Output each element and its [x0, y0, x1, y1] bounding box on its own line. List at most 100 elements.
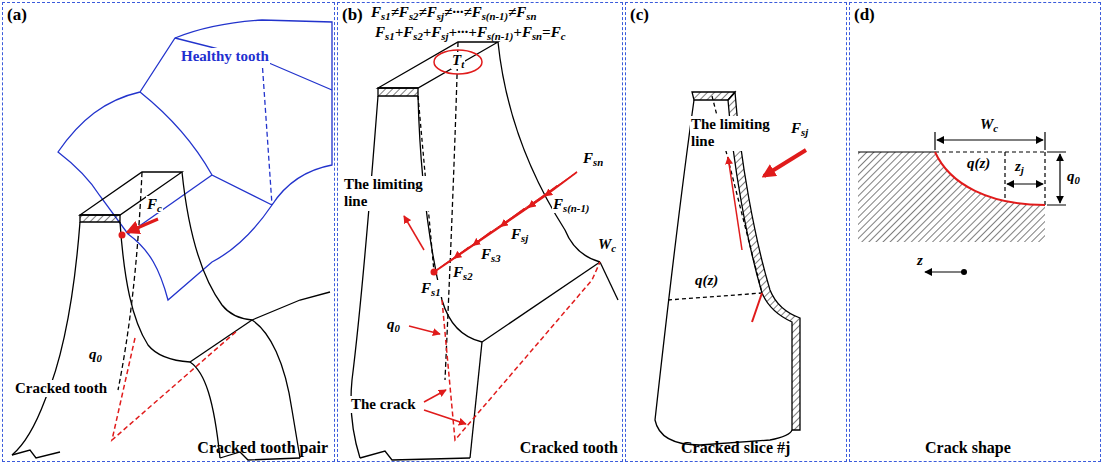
text-run: z: [917, 252, 923, 268]
text-run: +F: [395, 24, 414, 40]
tooth-pair-drawing-part: [252, 320, 300, 458]
part-label: The crack: [350, 396, 417, 413]
dimension-label: q0: [88, 346, 103, 363]
cracked-tooth-drawing: [351, 42, 618, 460]
healthy-tooth-part: [262, 60, 272, 205]
cracked-tooth-drawing-part: [378, 88, 418, 96]
text-run: +F: [513, 24, 532, 40]
cracked-tooth-drawing-part: [498, 42, 600, 262]
tooth-pair-drawing-part: [119, 232, 126, 239]
cracked-slice-drawing-part: [752, 293, 762, 322]
tooth-pair-drawing-part: [80, 172, 182, 215]
tooth-pair-drawing-part: [112, 330, 238, 440]
healthy-tooth-part: [58, 20, 332, 300]
cracked-tooth-drawing-part-part: [424, 410, 466, 424]
cracked-tooth-drawing-part: [470, 342, 482, 458]
subscript: s(n-1): [487, 30, 513, 42]
force-label: Fsj: [790, 120, 809, 137]
force-label: Fc: [146, 196, 163, 213]
cracked-tooth-drawing-part: [445, 42, 458, 380]
crack-shape-drawing-part: [925, 271, 962, 272]
subscript: j: [1021, 164, 1024, 176]
dimension-label: q(z): [694, 272, 719, 289]
cracked-tooth-drawing-part: [431, 269, 438, 276]
text-run: Cracked tooth: [15, 380, 107, 396]
dimension-label: Wc: [979, 116, 999, 133]
text-run: F: [375, 24, 385, 40]
cracked-tooth-drawing-part: [360, 451, 470, 460]
dimension-label: q0: [386, 316, 401, 333]
crack-shape-drawing-part: [935, 132, 1045, 150]
cracked-tooth-drawing-part: [418, 96, 482, 342]
crack-shape-drawing-part: [937, 139, 1043, 140]
torque-label: Tt: [451, 52, 465, 69]
crack-shape-drawing-part: [1004, 152, 1005, 201]
cracked-tooth-drawing-part-part: [454, 247, 469, 258]
crack-shape-drawing: [858, 132, 1066, 275]
cracked-tooth-drawing-part: [442, 262, 600, 440]
crack-shape-drawing-part: [961, 269, 967, 275]
healthy-tooth: [58, 20, 332, 300]
axis-label: z: [916, 252, 924, 269]
text-run: ≠···≠F: [444, 4, 482, 20]
subscript: s3: [491, 252, 501, 264]
text-run: The crack: [351, 396, 416, 412]
cracked-tooth-drawing-part-part: [501, 209, 525, 227]
text-run: ≠F: [508, 4, 526, 20]
subscript: s1: [381, 10, 391, 22]
text-run: F: [553, 196, 563, 212]
part-label: Cracked tooth: [14, 380, 108, 397]
healthy-tooth-part: [175, 38, 332, 90]
text-run: The limiting line: [691, 116, 770, 149]
dimension-label: zj: [1014, 158, 1025, 175]
subscript: c: [611, 242, 616, 254]
panel-letter: (b): [342, 5, 363, 25]
subscript: t: [461, 58, 464, 70]
text-run: q(z): [695, 272, 718, 288]
subscript: c: [157, 202, 162, 214]
subscript: s2: [463, 270, 473, 282]
subscript: 0: [97, 352, 102, 364]
crack-shape-drawing-part: [858, 152, 1045, 242]
text-run: z: [1015, 158, 1021, 174]
cracked-slice-drawing: [655, 92, 806, 445]
dimension-label: q(z): [966, 155, 991, 172]
text-run: q(z): [967, 155, 990, 171]
cracked-tooth-drawing-part: [454, 172, 577, 258]
text-run: F: [453, 264, 463, 280]
text-run: +···+F: [449, 24, 487, 40]
part-label: Healthy tooth: [180, 48, 270, 65]
crack-shape-drawing-part: [1007, 183, 1043, 184]
text-run: F: [583, 150, 593, 166]
panel-letter: (d): [854, 5, 875, 25]
cracked-tooth-drawing-part: [434, 172, 577, 272]
text-run: F: [147, 196, 157, 212]
cracked-tooth-drawing-part-part: [409, 326, 440, 334]
cracked-tooth-drawing-part-part: [404, 216, 424, 250]
part-label: The limiting line: [690, 116, 778, 151]
cracked-tooth-drawing-part: [434, 50, 482, 74]
text-run: W: [598, 236, 611, 252]
text-run: F: [791, 120, 801, 136]
cracked-tooth-drawing-part: [434, 196, 545, 272]
subscript: sn: [526, 10, 536, 22]
dimension-label: q0: [1066, 168, 1081, 185]
tooth-pair-drawing-part: [120, 222, 190, 362]
subscript: s2: [409, 10, 419, 22]
force-label: Fs(n-1): [552, 196, 590, 213]
dimension-label: Wc: [597, 236, 617, 253]
subscript: sj: [521, 232, 528, 244]
formula: Fs1≠Fs2≠Fsj≠···≠Fs(n-1)≠Fsn: [370, 4, 538, 21]
figure-panel: (c)Cracked slice #j: [625, 2, 847, 462]
cracked-slice-drawing-part: [668, 293, 762, 300]
panel-caption: Cracked tooth: [520, 439, 618, 457]
cracked-tooth-drawing-part: [378, 42, 498, 88]
panel-caption: Crack shape: [925, 439, 1011, 457]
part-label: The limiting line: [343, 176, 431, 211]
subscript: sn: [593, 156, 603, 168]
text-run: F: [421, 280, 431, 296]
tooth-pair-drawing-part: [182, 172, 252, 320]
